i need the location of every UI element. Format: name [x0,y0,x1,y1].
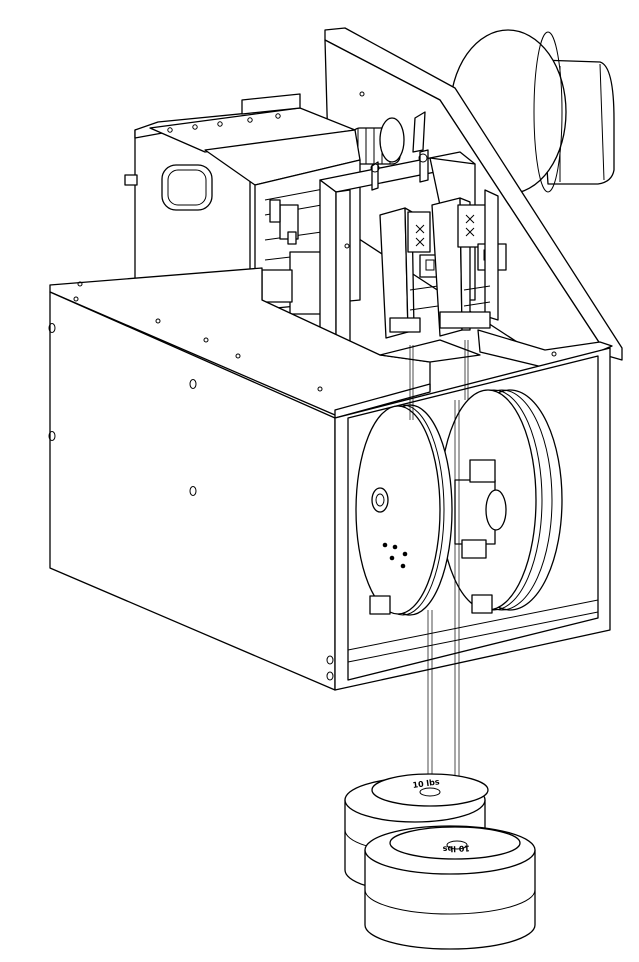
wire-right [454,340,469,840]
weight-label-front: 10 lbs [442,844,470,854]
tension-arm-right [431,189,507,337]
pulley-wheel-left [355,404,453,616]
weight-stack-front: 10 lbs [364,825,536,950]
wire-left [409,345,433,790]
top-rail-plate [149,93,356,153]
weight-label-back: 10 lbs [412,777,440,790]
pulley-wheel-right [439,389,563,614]
tension-arm-left [379,207,451,339]
spindle-gear-assembly [351,111,426,165]
